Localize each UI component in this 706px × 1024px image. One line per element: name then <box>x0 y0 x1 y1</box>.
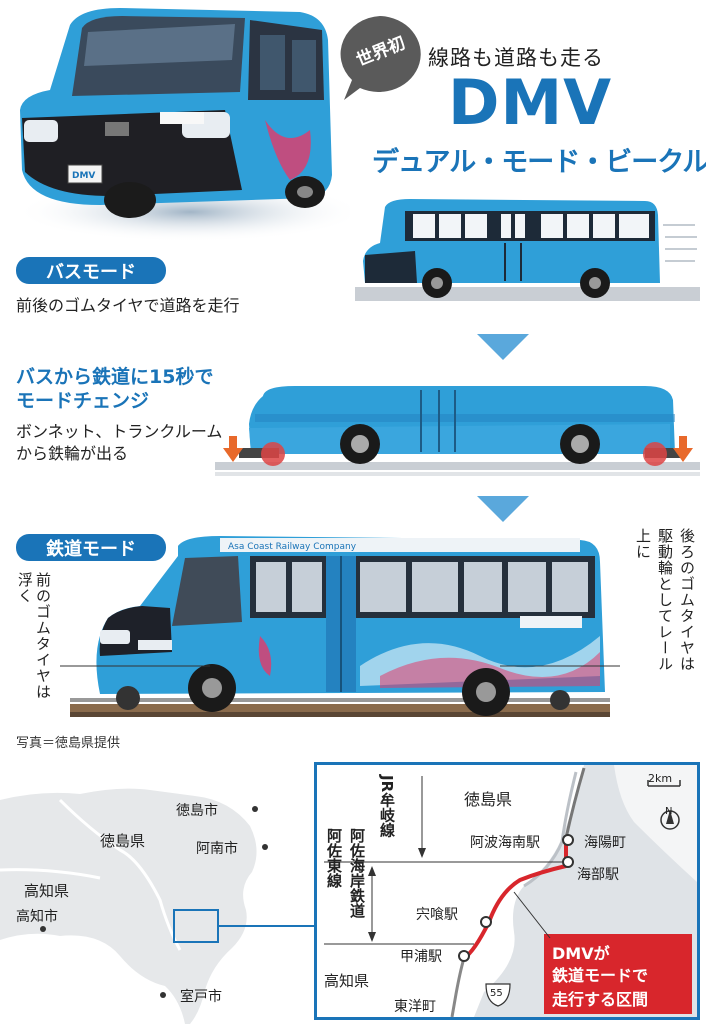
label-tokushima-pref-left: 徳島県 <box>100 832 146 850</box>
detail-map <box>314 762 700 1020</box>
bus-mode-desc: 前後のゴムタイヤで道路を走行 <box>16 296 240 315</box>
change-heading-line1: バスから鉄道に15秒で <box>16 366 214 388</box>
photo-credit: 写真＝徳島県提供 <box>16 736 121 751</box>
label-jr-line: JR牟岐線 <box>378 775 396 838</box>
change-desc-line2: から鉄輪が出る <box>16 444 129 463</box>
label-kochi-city: 高知市 <box>16 909 58 925</box>
speech-bubble <box>340 16 421 100</box>
north-icon: N <box>665 806 673 817</box>
label-anan-city: 阿南市 <box>196 841 238 857</box>
route-55-marker: 55 <box>490 988 503 999</box>
dot-muroto-city <box>160 992 166 998</box>
label-asa-line: 阿佐海岸鉄道 <box>348 828 366 918</box>
station-shishikui: 宍喰駅 <box>416 907 458 923</box>
station-awa-kainan: 阿波海南駅 <box>470 835 540 851</box>
svg-text:DMV: DMV <box>72 171 95 181</box>
down-arrow-icon <box>477 496 529 522</box>
callout-line-1: DMVが <box>552 944 610 963</box>
bus-photo-front: DMV <box>15 8 350 240</box>
rear-tire-note-1: 後ろのゴムタイヤは <box>678 528 696 672</box>
callout-line-3: 走行する区間 <box>552 990 649 1009</box>
rear-tire-note-2: 駆動輪としてレール <box>656 528 674 672</box>
dot-kochi-city <box>40 926 46 932</box>
shikoku-map <box>0 760 320 1024</box>
station-kaifu: 海部駅 <box>577 867 619 883</box>
rail-mode-photo: Asa Coast Railway Company <box>60 536 620 717</box>
front-tire-note: 前のゴムタイヤは浮く <box>16 572 52 700</box>
bus-mode-illustration <box>355 199 700 301</box>
label-muroto-city: 室戸市 <box>180 989 222 1005</box>
rail-mode-label: 鉄道モード <box>16 534 166 561</box>
town-toyo: 東洋町 <box>394 999 436 1015</box>
station-kannoura: 甲浦駅 <box>400 949 442 965</box>
dot-anan-city <box>262 844 268 850</box>
label-tokushima-city: 徳島市 <box>176 803 218 819</box>
tagline: 線路も道路も走る <box>428 46 604 70</box>
label-kochi-pref-left: 高知県 <box>24 882 70 900</box>
bus-company-text: Asa Coast Railway Company <box>228 542 357 552</box>
subtitle: デュアル・モード・ビークル <box>372 147 706 178</box>
change-heading-line2: モードチェンジ <box>16 390 150 412</box>
label-kochi-pref-right: 高知県 <box>324 972 370 990</box>
label-tokushima-pref-right: 徳島県 <box>464 790 513 809</box>
main-title: DMV <box>448 66 613 139</box>
mode-change-illustration <box>215 386 700 476</box>
bus-mode-label: バスモード <box>16 257 166 284</box>
rear-tire-note-3: 上に <box>634 528 652 560</box>
change-desc-line1: ボンネット、トランクルーム <box>16 422 223 441</box>
dot-tokushima-city <box>252 806 258 812</box>
callout-line-2: 鉄道モードで <box>552 966 649 985</box>
town-kaiyo: 海陽町 <box>584 835 626 851</box>
down-arrow-icon <box>477 334 529 360</box>
label-scale: 2km <box>648 772 673 785</box>
label-asa-east-line: 阿佐東線 <box>325 828 343 888</box>
